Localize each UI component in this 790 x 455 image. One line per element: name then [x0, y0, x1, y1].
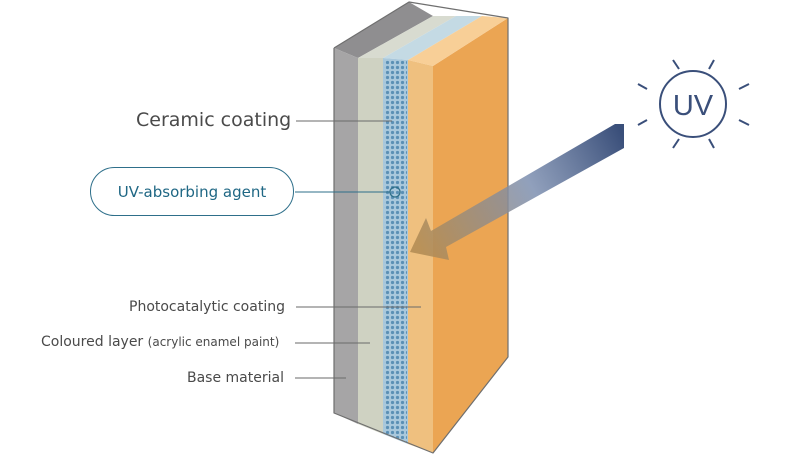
uv-agent-marker: [389, 186, 401, 198]
base-material-label: Base material: [187, 370, 284, 386]
base-material-layer: [334, 48, 358, 424]
coloured-layer-label: Coloured layer (acrylic enamel paint): [41, 334, 279, 350]
ceramic-dots: [384, 60, 407, 442]
uv-absorbing-agent-text: UV-absorbing agent: [117, 182, 267, 201]
ceramic-top-face: [383, 16, 482, 60]
coloured-layer-note: (acrylic enamel paint): [147, 335, 280, 349]
uv-ray-arrow: [410, 124, 624, 260]
sun-text: UV: [673, 90, 714, 122]
photocatalytic-top-face: [408, 16, 508, 66]
photocatalytic-layer: [408, 60, 433, 453]
uv-absorbing-agent-label: UV-absorbing agent: [90, 167, 294, 216]
base-top-face: [334, 2, 433, 58]
coloured-top-face: [358, 16, 456, 58]
coloured-layer: [358, 58, 383, 434]
coloured-layer-main: Coloured layer: [41, 334, 144, 350]
ceramic-coating-label: Ceramic coating: [136, 109, 292, 131]
photocatalytic-coating-label: Photocatalytic coating: [129, 299, 285, 315]
photocatalytic-side-face: [433, 18, 508, 453]
sun-icon: [637, 59, 750, 149]
